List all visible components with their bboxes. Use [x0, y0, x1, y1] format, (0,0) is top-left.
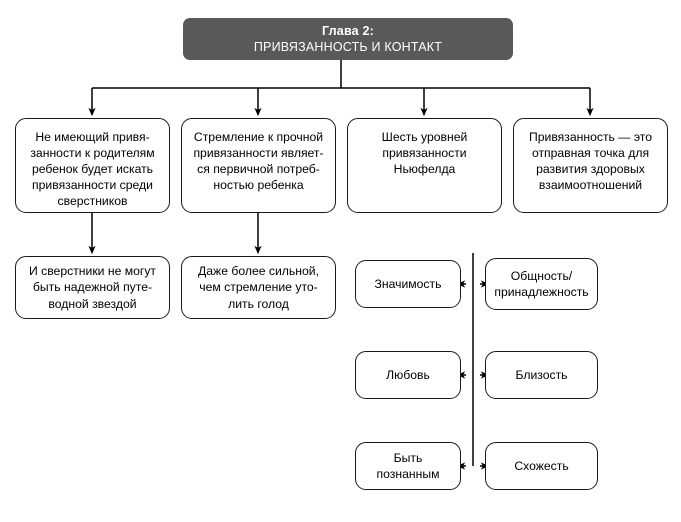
node-label: Привязанность — это отправная точка для … [528, 130, 653, 193]
pair-left-being-known[interactable]: Быть познанным [355, 442, 461, 490]
node-label: Быть познанным [376, 450, 440, 481]
node-stronger-than-hunger[interactable]: Даже более сильной, чем стремление уто- … [181, 256, 336, 319]
chapter-header-node: Глава 2: ПРИВЯЗАННОСТЬ И КОНТАКТ [183, 18, 513, 60]
pair-left-significance[interactable]: Значимость [355, 260, 461, 308]
node-peers-not-guide[interactable]: И сверстники не могут быть надежной путе… [15, 256, 170, 319]
node-label: Шесть уровней привязанности Ньюфелда [381, 130, 468, 177]
node-starting-point[interactable]: Привязанность — это отправная точка для … [513, 118, 668, 213]
node-label: Значимость [374, 276, 442, 291]
node-label: Не имеющий привя- занности к родителям р… [30, 130, 155, 209]
node-label: Даже более сильной, чем стремление уто- … [198, 264, 319, 311]
node-peer-attachment[interactable]: Не имеющий привя- занности к родителям р… [15, 118, 170, 213]
chapter-subtitle: ПРИВЯЗАННОСТЬ И КОНТАКТ [253, 40, 443, 54]
pair-right-sameness[interactable]: Схожесть [485, 442, 598, 490]
node-label: Близость [515, 367, 568, 382]
node-label: Схожесть [514, 458, 569, 473]
node-primary-need[interactable]: Стремление к прочной привязанности являе… [181, 118, 336, 213]
node-label: И сверстники не могут быть надежной путе… [28, 264, 157, 311]
chapter-title: Глава 2: [321, 23, 374, 38]
node-label: Любовь [386, 367, 430, 382]
node-six-levels[interactable]: Шесть уровней привязанности Ньюфелда [347, 118, 502, 213]
node-label: Стремление к прочной привязанности являе… [193, 130, 324, 193]
pair-left-love[interactable]: Любовь [355, 351, 461, 399]
node-label: Общность/ принадлежность [494, 268, 589, 299]
pair-right-belonging[interactable]: Общность/ принадлежность [485, 258, 598, 310]
pair-right-closeness[interactable]: Близость [485, 351, 598, 399]
